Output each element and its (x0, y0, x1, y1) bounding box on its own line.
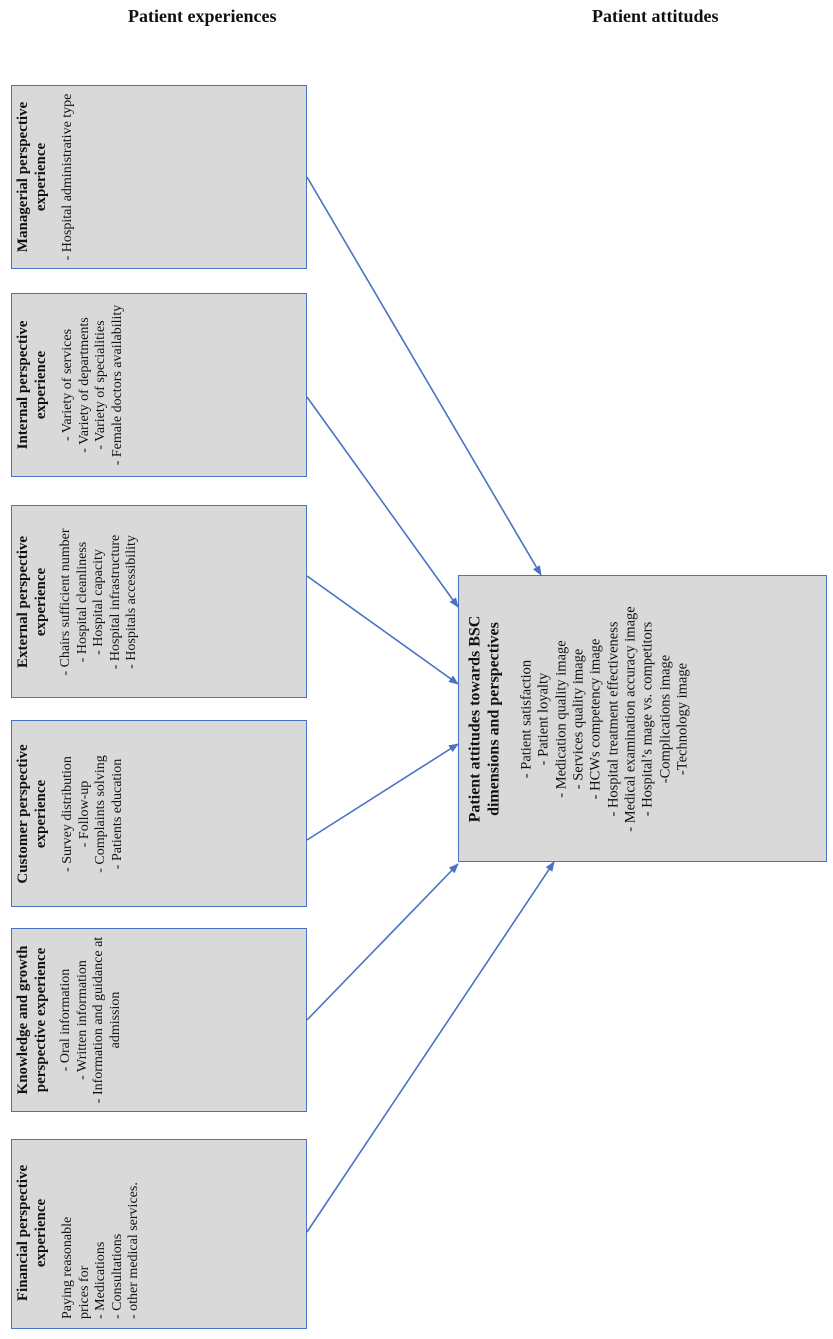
arrow-knowledge-growth (306, 863, 459, 1021)
attitude-item: - HCWs competency image (587, 638, 604, 799)
attitudes-title: Patient attitudes towards BSC dimensions… (466, 615, 502, 822)
customer-item: - Follow-up (76, 780, 92, 847)
attitude-item: - Patient loyalty (535, 672, 552, 765)
internal-item: - Variety of services (60, 328, 76, 442)
managerial-item: - Hospital administrative type (60, 93, 76, 261)
arrow-customer (306, 743, 459, 841)
internal-experience-box: Internal perspective experience - Variet… (11, 293, 307, 477)
customer-item: - Survey distribution (60, 755, 76, 872)
attitude-item: - Medical examination accuracy image (622, 605, 639, 832)
managerial-experience-title: Managerial perspective experience (15, 101, 49, 253)
arrow-financial (306, 861, 555, 1233)
header-patient-experiences: Patient experiences (128, 6, 277, 26)
attitude-item: - Hospital’s mage vs. competitors (639, 621, 656, 816)
internal-item: - Female doctors availability (109, 304, 125, 466)
financial-item: - Medications (93, 1241, 109, 1319)
managerial-experience-box: Managerial perspective experience - Hosp… (11, 85, 307, 269)
internal-experience-title: Internal perspective experience (15, 320, 49, 450)
financial-item: Paying reasonable prices for (60, 1216, 92, 1319)
customer-item: - Complaints solving (93, 754, 109, 873)
external-experience-title: External perspective experience (15, 535, 49, 668)
financial-item: - other medical services. (126, 1182, 142, 1319)
attitude-item: - Services quality image (569, 648, 586, 789)
external-item: - Hospital capacity (91, 548, 107, 655)
financial-experience-title: Financial perspective experience (15, 1164, 49, 1302)
attitude-item: -Technology image (674, 662, 691, 775)
external-item: - Hospital infrastructure (107, 534, 123, 669)
attitude-item: - Medication quality image (552, 639, 569, 798)
arrow-managerial (306, 176, 542, 576)
knowledge-growth-experience-title: Knowledge and growth perspective experie… (15, 945, 49, 1095)
customer-experience-box: Customer perspective experience - Survey… (11, 720, 307, 907)
financial-experience-box: Financial perspective experience Paying … (11, 1139, 307, 1329)
customer-experience-title: Customer perspective experience (15, 743, 49, 884)
internal-item: - Variety of specialities (93, 320, 109, 450)
arrow-external (306, 575, 459, 685)
attitude-item: - Patient satisfaction (517, 659, 534, 778)
attitudes-box: Patient attitudes towards BSC dimensions… (458, 575, 827, 862)
external-item: - Hospital cleanliness (74, 541, 90, 662)
header-patient-attitudes: Patient attitudes (592, 6, 719, 26)
arrow-internal (306, 396, 459, 608)
external-item: - Chairs sufficient number (58, 527, 74, 676)
customer-item: - Patients education (109, 758, 125, 869)
attitude-item: - Hospital treatment effectiveness (604, 621, 621, 817)
knowledge-item: - Oral information (58, 968, 74, 1072)
attitude-item: -Complications image (656, 654, 673, 783)
knowledge-item: - Written information (74, 960, 90, 1080)
external-experience-box: External perspective experience - Chairs… (11, 505, 307, 698)
internal-item: - Variety of departments (76, 317, 92, 453)
external-item: - Hospitals accessibility (124, 534, 140, 669)
knowledge-growth-experience-box: Knowledge and growth perspective experie… (11, 928, 307, 1112)
knowledge-item: - Information and guidance at admission (91, 936, 123, 1104)
financial-item: - Consultations (109, 1233, 125, 1319)
